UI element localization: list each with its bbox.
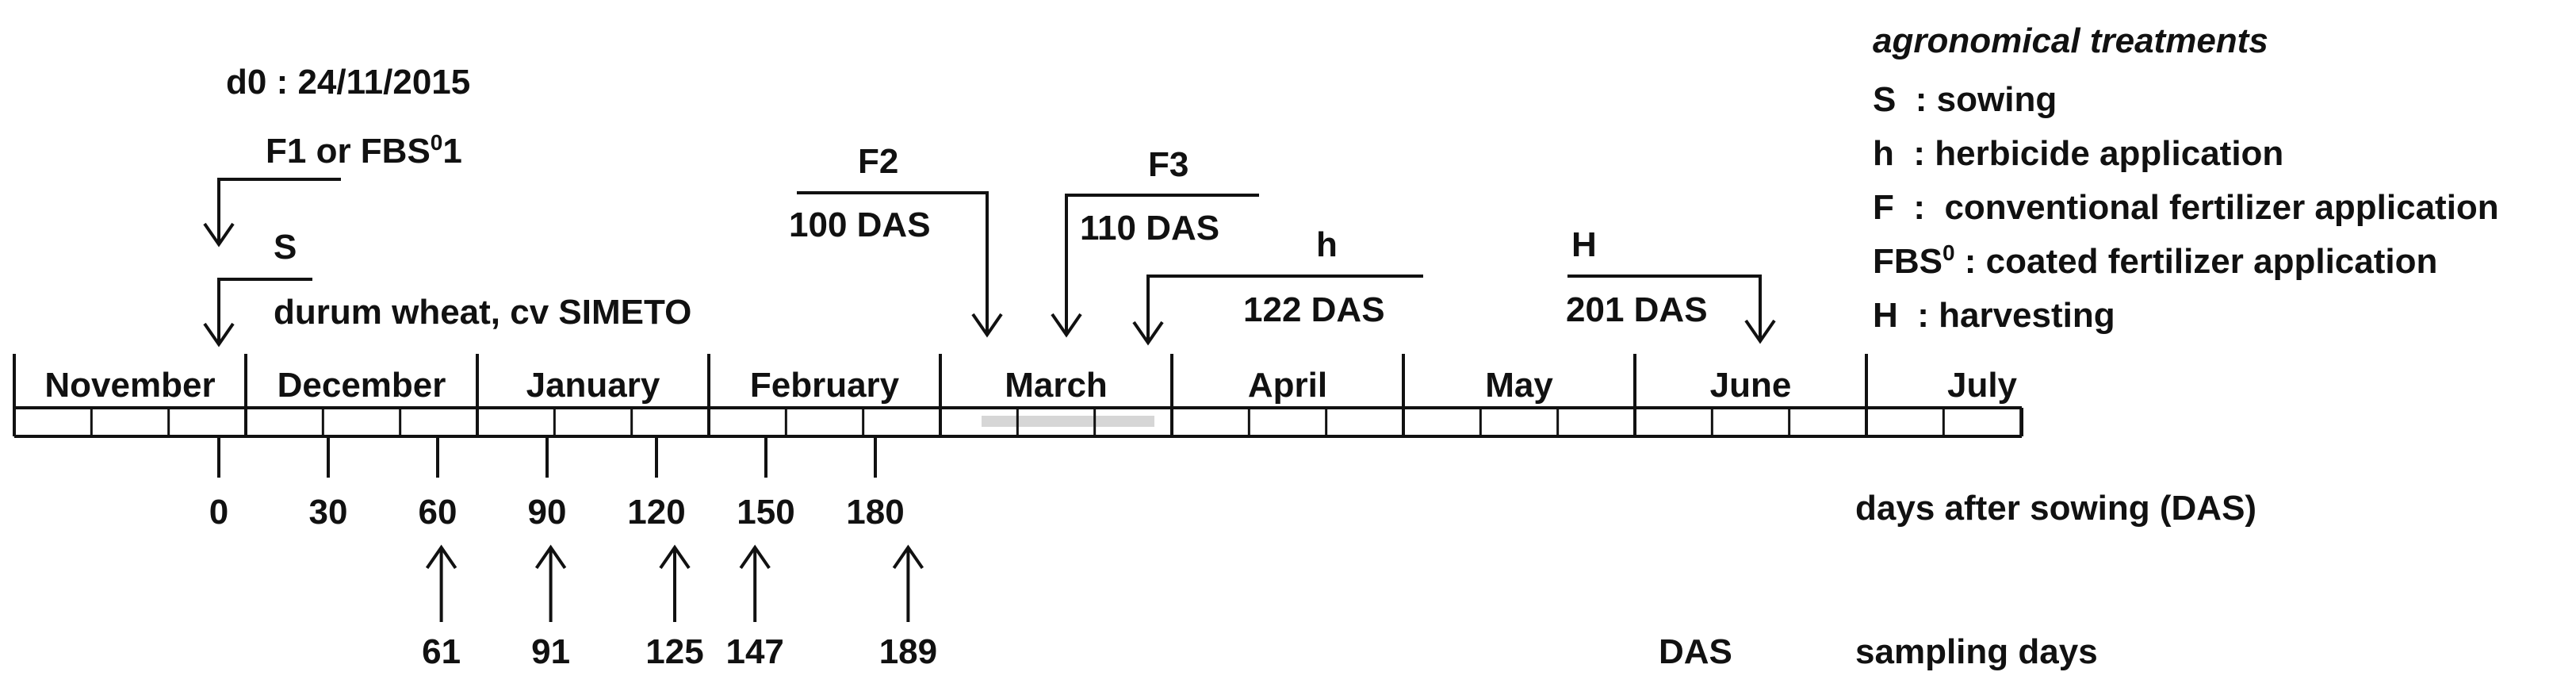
herbicide-arrowhead bbox=[1132, 321, 1164, 346]
f3-arrowhead bbox=[1051, 313, 1082, 338]
sampling-day-label: 189 bbox=[879, 632, 937, 671]
month-label: January bbox=[526, 366, 660, 405]
sampling-arrow bbox=[739, 544, 771, 622]
das-tick-label: 30 bbox=[309, 493, 348, 532]
f2-label: F2 bbox=[858, 142, 898, 181]
legend-title: agronomical treatments bbox=[1873, 21, 2268, 60]
das-tick-label: 60 bbox=[419, 493, 457, 532]
sampling-days: 61 91 125 147 189 DAS sampling days bbox=[422, 544, 2098, 671]
sampling-arrow bbox=[534, 544, 567, 622]
sampling-arrow bbox=[659, 544, 691, 622]
harvest-arrowhead bbox=[1744, 319, 1776, 344]
sowing-label: S bbox=[274, 228, 297, 267]
f3-bracket bbox=[1065, 194, 1259, 333]
legend-item: H : harvesting bbox=[1873, 296, 2115, 335]
legend-item: FBS0 : coated fertilizer application bbox=[1873, 240, 2437, 281]
sampling-arrow bbox=[425, 544, 457, 622]
f2-arrowhead bbox=[971, 313, 1003, 338]
sampling-day-label: 125 bbox=[645, 632, 703, 671]
das-tick-label: 150 bbox=[737, 493, 794, 532]
legend-item: F : conventional fertilizer application bbox=[1873, 188, 2499, 227]
f3-das-label: 110 DAS bbox=[1080, 209, 1219, 248]
sampling-day-label: 147 bbox=[725, 632, 783, 671]
legend-item: h : herbicide application bbox=[1873, 134, 2283, 173]
sampling-label: sampling days bbox=[1855, 632, 2098, 671]
month-label: May bbox=[1485, 366, 1553, 405]
das-tick-label: 180 bbox=[846, 493, 904, 532]
f1-label: F1 or FBS01 bbox=[266, 130, 462, 171]
sowing-arrow bbox=[203, 278, 312, 348]
das-tick-label: 90 bbox=[528, 493, 567, 532]
das-axis-label: days after sowing (DAS) bbox=[1855, 489, 2256, 528]
month-label: July bbox=[1947, 366, 2018, 405]
sampling-day-label: 91 bbox=[531, 632, 570, 671]
harvest-das-label: 201 DAS bbox=[1566, 290, 1708, 329]
das-tick-label: 120 bbox=[627, 493, 685, 532]
harvest-bracket bbox=[1567, 275, 1762, 340]
d0-label: d0 : 24/11/2015 bbox=[226, 63, 470, 102]
month-label: February bbox=[750, 366, 900, 405]
f1-arrow bbox=[203, 178, 341, 248]
f2-bracket bbox=[797, 191, 989, 333]
month-label: November bbox=[44, 366, 215, 405]
month-label: December bbox=[278, 366, 446, 405]
month-label: March bbox=[1005, 366, 1108, 405]
sampling-unit-label: DAS bbox=[1659, 632, 1732, 671]
highlight-band bbox=[982, 416, 1154, 427]
f3-label: F3 bbox=[1148, 145, 1188, 184]
crop-label: durum wheat, cv SIMETO bbox=[274, 293, 691, 332]
herbicide-bracket bbox=[1146, 275, 1423, 341]
month-timeline: November December January February March Apri… bbox=[13, 354, 2023, 438]
herbicide-label: h bbox=[1316, 225, 1338, 264]
month-label: June bbox=[1710, 366, 1792, 405]
sampling-day-label: 61 bbox=[422, 632, 461, 671]
herbicide-das-label: 122 DAS bbox=[1243, 290, 1385, 329]
harvest-label: H bbox=[1571, 225, 1597, 264]
das-axis: 0 30 60 90 120 150 180 days after sowing (DAS) bbox=[209, 436, 2256, 532]
das-tick-label: 0 bbox=[209, 493, 228, 532]
f2-das-label: 100 DAS bbox=[789, 205, 931, 244]
sampling-arrow bbox=[892, 544, 924, 622]
legend-item: S : sowing bbox=[1873, 80, 2057, 119]
month-label: April bbox=[1248, 366, 1327, 405]
treatment-legend: agronomical treatments S : sowing h : her… bbox=[1873, 21, 2499, 335]
